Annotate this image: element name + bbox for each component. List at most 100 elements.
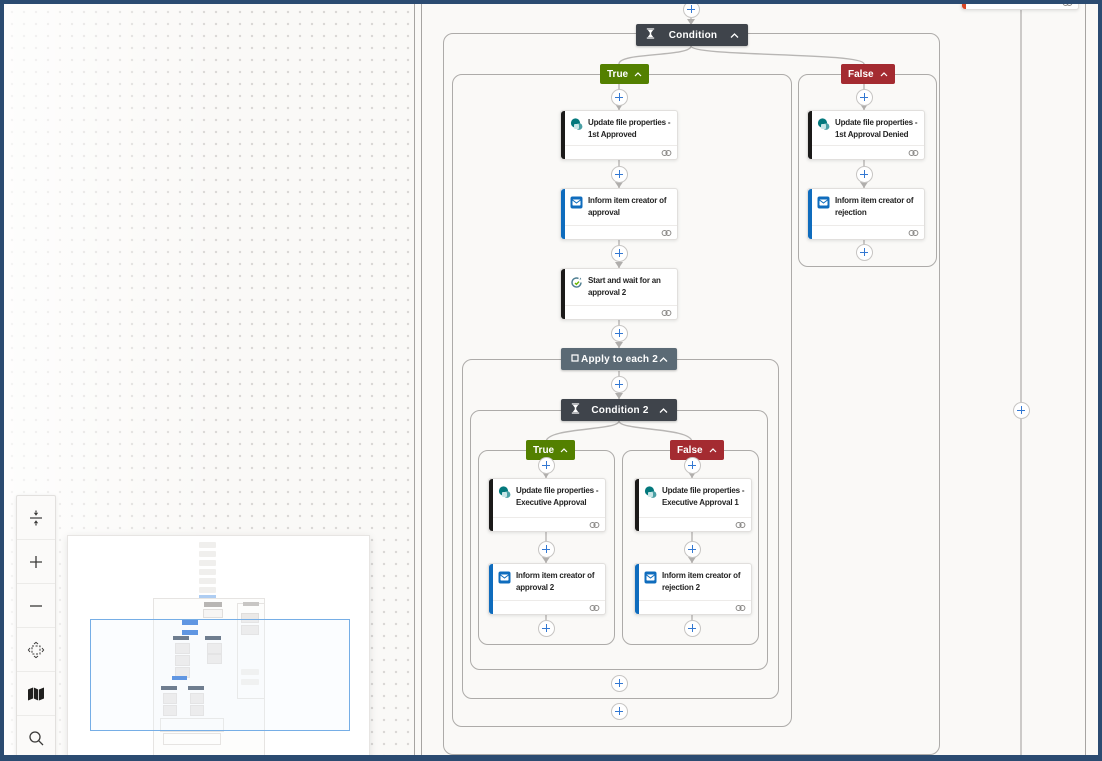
chevron-up-icon	[709, 447, 717, 452]
minimap-node	[199, 551, 216, 557]
minimap-node	[203, 609, 223, 618]
insert-action-button[interactable]	[683, 540, 701, 558]
pan-mode-icon	[27, 641, 45, 658]
inner-true-branch-badge[interactable]: True	[526, 440, 576, 460]
condition-node-header[interactable]: Condition	[636, 24, 748, 46]
card-accent	[962, 0, 966, 9]
chevron-up-icon	[634, 71, 642, 76]
minimap-node	[182, 620, 198, 625]
card-accent	[489, 564, 493, 614]
card-title: Update file properties - Executive Appro…	[662, 486, 745, 507]
chevron-up-icon[interactable]	[659, 350, 668, 368]
insert-action-button[interactable]	[683, 456, 701, 474]
action-card-inform-approval[interactable]: Inform item creator of approval	[560, 188, 678, 240]
card-accent	[635, 479, 639, 531]
false-badge-label: False	[677, 444, 703, 456]
card-title: Update file properties - 1st Approval De…	[835, 118, 918, 139]
card-title: Start and wait for an approval 2	[588, 276, 661, 297]
zoom-in-button[interactable]	[17, 540, 55, 584]
action-card-inform-approval-2[interactable]: Inform item creator of approval 2	[488, 563, 606, 615]
connection-icon	[908, 149, 919, 156]
minimap-node	[173, 636, 189, 640]
insert-action-button[interactable]	[610, 88, 628, 106]
minimap-node	[190, 693, 204, 704]
insert-action-button[interactable]	[855, 88, 873, 106]
true-badge-label: True	[533, 444, 555, 456]
insert-action-button[interactable]	[1012, 401, 1030, 419]
chevron-up-icon[interactable]	[659, 401, 668, 419]
fit-height-icon	[30, 510, 42, 525]
true-branch-badge[interactable]: True	[600, 64, 650, 84]
insert-action-button[interactable]	[537, 456, 555, 474]
false-branch-badge[interactable]: False	[841, 64, 895, 84]
action-card-update-1st-approved[interactable]: Update file properties - 1st Approved	[560, 110, 678, 160]
minimap-node	[207, 643, 222, 654]
insert-action-button[interactable]	[610, 702, 628, 720]
minimap-node	[241, 669, 259, 675]
minimap[interactable]	[67, 535, 370, 761]
action-card-update-exec-approval[interactable]: Update file properties - Executive Appro…	[488, 478, 606, 532]
sharepoint-icon	[644, 486, 657, 504]
insert-action-button[interactable]	[610, 244, 628, 262]
fit-height-button[interactable]	[17, 496, 55, 540]
loop-icon	[570, 350, 580, 368]
sharepoint-icon	[498, 486, 511, 504]
insert-action-button[interactable]	[683, 619, 701, 637]
card-title: Inform item creator of rejection 2	[662, 571, 741, 592]
minimap-node	[188, 686, 204, 690]
scope-edge-line	[414, 4, 415, 755]
action-card-start-wait-approval[interactable]: Start and wait for an approval 2	[560, 268, 678, 320]
condition2-label: Condition 2	[591, 404, 649, 416]
card-accent	[808, 189, 812, 239]
zoom-out-button[interactable]	[17, 584, 55, 628]
condition2-node-header[interactable]: Condition 2	[561, 399, 677, 421]
minimap-node	[243, 602, 259, 606]
insert-action-button[interactable]	[610, 324, 628, 342]
card-accent	[561, 111, 565, 159]
minimap-node	[199, 569, 216, 575]
insert-action-button[interactable]	[610, 375, 628, 393]
approvals-icon	[570, 276, 583, 294]
action-card-inform-rejection-2[interactable]: Inform item creator of rejection 2	[634, 563, 752, 615]
insert-action-button[interactable]	[610, 165, 628, 183]
minimap-node	[241, 679, 259, 685]
outlook-icon	[570, 196, 583, 214]
connection-icon	[1062, 0, 1073, 6]
insert-action-button[interactable]	[610, 674, 628, 692]
outlook-icon	[644, 571, 657, 589]
connection-icon	[661, 229, 672, 236]
insert-action-button[interactable]	[682, 0, 700, 18]
pan-mode-button[interactable]	[17, 628, 55, 672]
minimap-viewport[interactable]	[90, 619, 350, 731]
zoom-in-icon	[30, 555, 42, 568]
chevron-up-icon	[880, 71, 888, 76]
action-card-cutoff[interactable]	[961, 0, 1079, 10]
minimap-node	[199, 542, 216, 548]
insert-action-button[interactable]	[537, 540, 555, 558]
scope-edge-line	[1085, 4, 1086, 755]
card-title: Inform item creator of rejection	[835, 196, 914, 217]
minimap-node	[207, 654, 222, 664]
connection-icon	[661, 149, 672, 156]
action-card-inform-rejection[interactable]: Inform item creator of rejection	[807, 188, 925, 240]
insert-action-button[interactable]	[855, 165, 873, 183]
zoom-out-icon	[30, 604, 42, 607]
chevron-up-icon[interactable]	[730, 26, 739, 44]
insert-action-button[interactable]	[537, 619, 555, 637]
card-title: Update file properties - Executive Appro…	[516, 486, 599, 507]
minimap-scope	[160, 718, 224, 732]
search-button[interactable]	[17, 716, 55, 759]
apply-to-each-node-header[interactable]: Apply to each 2	[561, 348, 677, 370]
action-card-update-1st-denied[interactable]: Update file properties - 1st Approval De…	[807, 110, 925, 160]
minimap-node	[161, 686, 177, 690]
connection-icon	[589, 521, 600, 528]
action-card-update-exec-approval-1[interactable]: Update file properties - Executive Appro…	[634, 478, 752, 532]
minimap-scope	[163, 733, 221, 745]
sharepoint-icon	[570, 118, 583, 136]
insert-action-button[interactable]	[855, 243, 873, 261]
minimap-node	[175, 655, 190, 666]
inner-false-branch-badge[interactable]: False	[670, 440, 724, 460]
minimap-node	[199, 578, 216, 584]
minimap-toggle-button[interactable]	[17, 672, 55, 716]
sharepoint-icon	[817, 118, 830, 136]
